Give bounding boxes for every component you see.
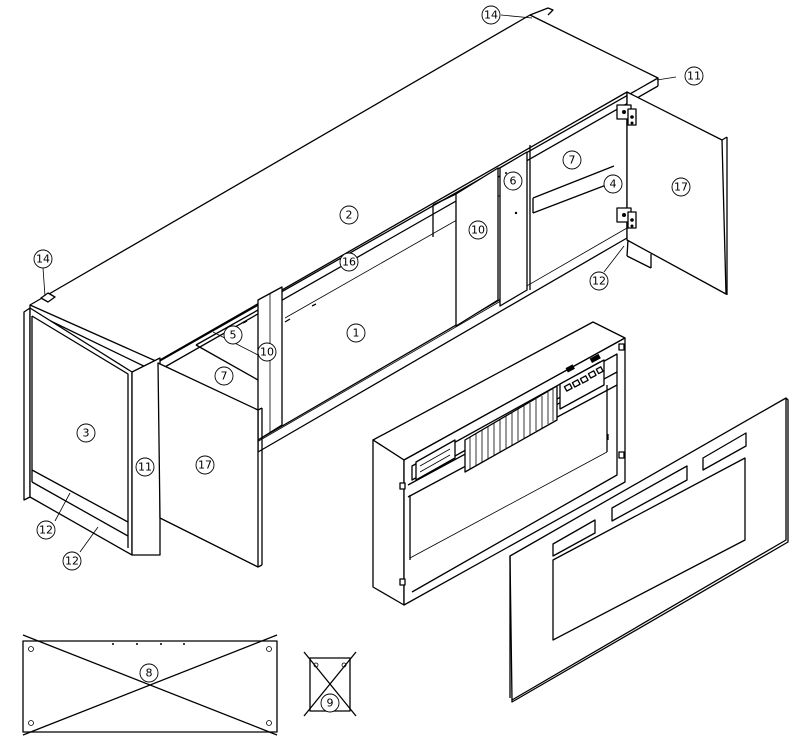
callout-14-top: 14: [481, 5, 501, 25]
fireplace-grille: [464, 385, 558, 473]
callout-7-left: 7: [214, 366, 234, 386]
callout-3: 3: [76, 423, 96, 443]
callout-2: 2: [339, 205, 359, 225]
callout-4: 4: [603, 174, 623, 194]
svg-text:7: 7: [221, 370, 228, 383]
callout-12-right: 12: [589, 271, 609, 291]
callout-17-left: 17: [195, 455, 215, 475]
svg-text:2: 2: [346, 209, 353, 222]
callout-12-left-upper: 12: [36, 520, 56, 540]
callout-6: 6: [503, 171, 523, 191]
callout-12-left-lower: 12: [62, 551, 82, 571]
svg-text:1: 1: [353, 327, 360, 340]
callout-5: 5: [223, 325, 243, 345]
callout-9: 9: [320, 693, 340, 713]
cabinet-body: [29, 7, 659, 453]
svg-text:4: 4: [610, 178, 617, 191]
svg-text:6: 6: [510, 175, 517, 188]
fireplace-controls: [559, 353, 605, 410]
callout-11-left: 11: [135, 457, 155, 477]
cam-lock-14: [40, 292, 56, 303]
svg-text:9: 9: [327, 697, 334, 710]
svg-text:11: 11: [138, 461, 152, 474]
svg-text:5: 5: [230, 329, 237, 342]
callout-10-right: 10: [468, 220, 488, 240]
svg-text:10: 10: [260, 346, 274, 359]
svg-text:17: 17: [674, 181, 688, 194]
svg-text:14: 14: [36, 253, 50, 266]
svg-text:3: 3: [83, 427, 90, 440]
callout-10-left: 10: [257, 342, 277, 362]
callout-1: 1: [346, 323, 366, 343]
callout-11-right: 11: [684, 66, 704, 86]
front-edge-panel: [131, 357, 161, 556]
svg-text:7: 7: [569, 154, 576, 167]
hinge-upper: [616, 104, 637, 126]
leader-lines: [42, 14, 677, 553]
base-panel-8: [22, 634, 278, 736]
front-trim-panel: [509, 397, 789, 703]
svg-text:12: 12: [39, 524, 53, 537]
callout-14-left: 14: [33, 249, 53, 269]
svg-text:10: 10: [471, 224, 485, 237]
svg-text:8: 8: [146, 667, 153, 680]
svg-text:12: 12: [65, 555, 79, 568]
divider-right: [455, 167, 499, 327]
svg-text:17: 17: [198, 459, 212, 472]
svg-text:12: 12: [592, 275, 606, 288]
divider-6: [499, 151, 528, 307]
top-panel: [29, 14, 659, 363]
callout-16: 16: [339, 252, 359, 272]
callout-17-right: 17: [671, 177, 691, 197]
svg-text:14: 14: [484, 9, 498, 22]
svg-text:16: 16: [342, 256, 356, 269]
callout-8: 8: [139, 663, 159, 683]
svg-text:11: 11: [687, 70, 701, 83]
callout-7-right: 7: [562, 150, 582, 170]
fireplace-insert: [372, 321, 626, 606]
hinge-lower: [616, 207, 637, 229]
right-door: [616, 91, 728, 295]
